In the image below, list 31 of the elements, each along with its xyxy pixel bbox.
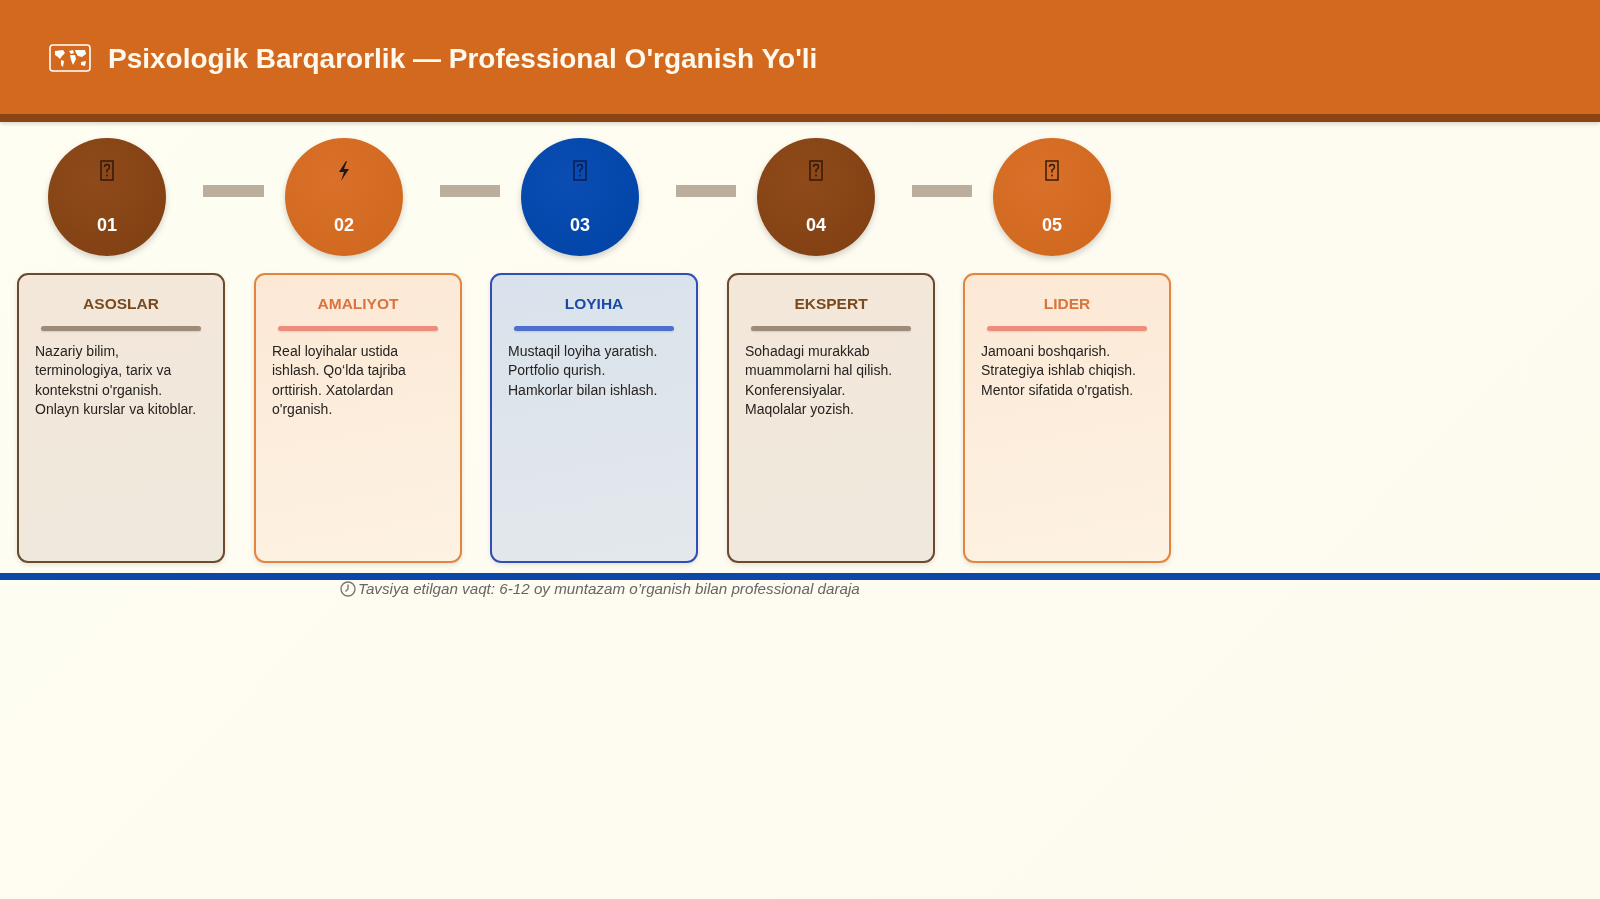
card-heading: AMALIYOT <box>317 294 399 314</box>
step-circle <box>757 138 875 256</box>
step-number: 05 <box>1042 215 1062 235</box>
stage-card <box>17 273 225 563</box>
card-description: Nazariy bilim, terminologiya, tarix va kontekstni o'rganish. Onlayn kurslar va kitoblar. <box>35 342 198 419</box>
step-circle <box>48 138 166 256</box>
card-heading: LOYIHA <box>564 294 624 314</box>
step-number: 02 <box>334 215 354 235</box>
stage-card <box>963 273 1171 563</box>
card-description: Sohadagi murakkab muammolarni hal qilish. Konferensiyalar. Maqolalar yozish. <box>745 342 894 419</box>
card-description: Jamoani boshqarish. Strategiya ishlab chiqish. Mentor sifatida o'rgatish. <box>981 342 1137 400</box>
card-heading: ASOSLAR <box>83 294 159 314</box>
footnote-text: Tavsiya etilgan vaqt: 6-12 oy muntazam o’rganish bilan professional daraja <box>358 580 860 598</box>
step-number: 01 <box>97 215 117 235</box>
stage-card <box>254 273 462 563</box>
page-title: Psixologik Barqarorlik — Professional O'rganish Yo'li <box>108 42 818 76</box>
card-description: Real loyihalar ustida ishlash. Qo‘lda tajriba orttirish. Xatolardan o'rganish. <box>272 342 407 419</box>
stage-card <box>727 273 935 563</box>
step-circle <box>521 138 639 256</box>
step-circle <box>993 138 1111 256</box>
card-heading: LIDER <box>1043 294 1091 314</box>
step-circle <box>285 138 403 256</box>
connector-bar <box>912 185 972 197</box>
stage-card <box>490 273 698 563</box>
step-number: 03 <box>570 215 590 235</box>
connector-bar <box>203 185 264 197</box>
connector-bar <box>676 185 736 197</box>
step-number: 04 <box>806 215 826 235</box>
card-description: Mustaqil loyiha yaratish. Portfolio qurish. Hamkorlar bilan ishlash. <box>508 342 659 400</box>
card-heading: EKSPERT <box>794 294 868 314</box>
connector-bar <box>440 185 500 197</box>
